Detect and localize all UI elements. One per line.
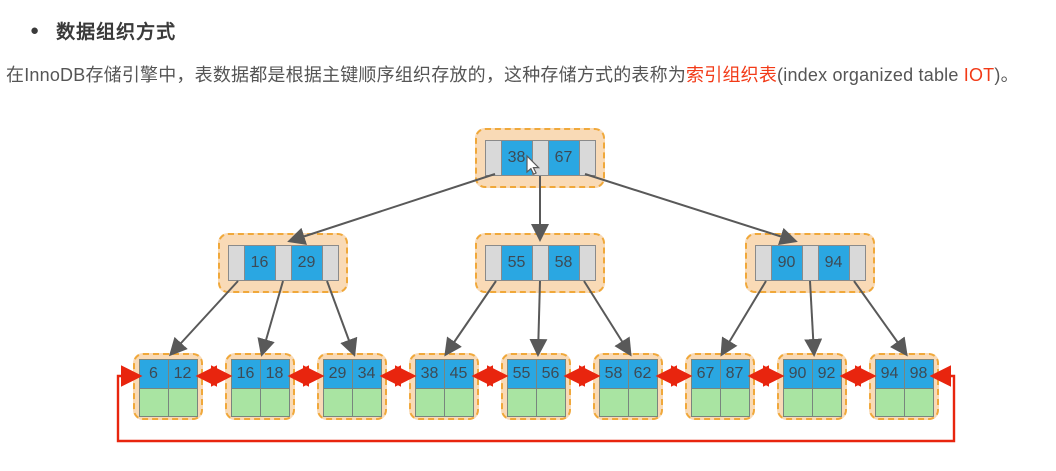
btree-internal-node-1: 16 29 xyxy=(218,233,348,293)
root-key-row: 38 67 xyxy=(484,140,596,176)
data-row-cell xyxy=(415,389,444,416)
pointer-cell xyxy=(849,246,865,280)
pointer-cell xyxy=(485,141,501,175)
tree-edge xyxy=(287,173,496,245)
data-row-cell xyxy=(628,389,657,416)
pointer-cell xyxy=(802,246,818,280)
paragraph-text: (index organized table xyxy=(777,65,964,85)
leaf-table: 6 12 xyxy=(138,359,198,417)
key-cell: 16 xyxy=(231,360,260,388)
btree-leaf-node-1: 6 12 xyxy=(133,353,203,420)
internal-key-row: 55 58 xyxy=(484,245,596,281)
btree-leaf-node-9: 94 98 xyxy=(869,353,939,420)
key-cell: 29 xyxy=(323,360,352,388)
btree-leaf-node-8: 90 92 xyxy=(777,353,847,420)
key-cell: 55 xyxy=(501,246,532,280)
key-cell: 29 xyxy=(291,246,322,280)
data-row-cell xyxy=(352,389,381,416)
pointer-cell xyxy=(579,246,595,280)
key-cell: 92 xyxy=(812,360,841,388)
section-title: 数据组织方式 xyxy=(56,22,177,43)
key-cell: 90 xyxy=(771,246,802,280)
key-cell: 56 xyxy=(536,360,565,388)
btree-leaf-node-6: 58 62 xyxy=(593,353,663,420)
pointer-cell xyxy=(532,246,548,280)
key-cell: 67 xyxy=(691,360,720,388)
btree-internal-node-3: 90 94 xyxy=(745,233,875,293)
pointer-cell xyxy=(228,246,244,280)
key-cell: 16 xyxy=(244,246,275,280)
key-cell: 18 xyxy=(260,360,289,388)
data-row-cell xyxy=(812,389,841,416)
data-row-cell xyxy=(875,389,904,416)
btree-internal-node-2: 55 58 xyxy=(475,233,605,293)
pointer-cell xyxy=(579,141,595,175)
btree-root-node: 38 67 xyxy=(475,128,605,188)
data-row-cell xyxy=(904,389,933,416)
data-row-cell xyxy=(599,389,628,416)
data-row-cell xyxy=(139,389,168,416)
key-cell: 94 xyxy=(875,360,904,388)
key-cell: 98 xyxy=(904,360,933,388)
key-cell: 58 xyxy=(599,360,628,388)
tree-edge xyxy=(584,173,798,246)
paragraph-text: )。 xyxy=(994,65,1019,85)
leaf-table: 58 62 xyxy=(598,359,658,417)
section-heading: ● 数据组织方式 xyxy=(30,17,176,44)
key-cell: 62 xyxy=(628,360,657,388)
key-cell: 87 xyxy=(720,360,749,388)
data-row-cell xyxy=(168,389,197,416)
key-cell: 45 xyxy=(444,360,473,388)
key-cell: 38 xyxy=(415,360,444,388)
data-row-cell xyxy=(323,389,352,416)
body-paragraph: 在InnoDB存储引擎中，表数据都是根据主键顺序组织存放的，这种存储方式的表称为… xyxy=(6,61,1019,87)
leaf-table: 67 87 xyxy=(690,359,750,417)
internal-key-row: 90 94 xyxy=(754,245,866,281)
key-cell: 34 xyxy=(352,360,381,388)
key-cell: 67 xyxy=(548,141,579,175)
data-row-cell xyxy=(783,389,812,416)
key-cell: 58 xyxy=(548,246,579,280)
data-row-cell xyxy=(691,389,720,416)
bullet-icon: ● xyxy=(30,22,40,39)
pointer-cell xyxy=(532,141,548,175)
leaf-table: 29 34 xyxy=(322,359,382,417)
internal-key-row: 16 29 xyxy=(227,245,339,281)
key-cell: 38 xyxy=(501,141,532,175)
key-cell: 6 xyxy=(139,360,168,388)
key-cell: 12 xyxy=(168,360,197,388)
key-cell: 55 xyxy=(507,360,536,388)
key-cell: 90 xyxy=(783,360,812,388)
highlight-term: 索引组织表 xyxy=(686,65,778,85)
pointer-cell xyxy=(755,246,771,280)
paragraph-text: 在InnoDB存储引擎中，表数据都是根据主键顺序组织存放的，这种存储方式的表称为 xyxy=(6,65,687,85)
btree-leaf-node-5: 55 56 xyxy=(501,353,571,420)
data-row-cell xyxy=(260,389,289,416)
pointer-cell xyxy=(485,246,501,280)
btree-leaf-node-7: 67 87 xyxy=(685,353,755,420)
data-row-cell xyxy=(507,389,536,416)
pointer-cell xyxy=(275,246,291,280)
pointer-cell xyxy=(322,246,338,280)
leaf-table: 90 92 xyxy=(782,359,842,417)
leaf-table: 38 45 xyxy=(414,359,474,417)
leaf-table: 94 98 xyxy=(874,359,934,417)
leaf-table: 55 56 xyxy=(506,359,566,417)
leaf-table: 16 18 xyxy=(230,359,290,417)
highlight-acronym: IOT xyxy=(963,65,995,85)
btree-leaf-node-3: 29 34 xyxy=(317,353,387,420)
btree-leaf-node-4: 38 45 xyxy=(409,353,479,420)
data-row-cell xyxy=(444,389,473,416)
key-cell: 94 xyxy=(818,246,849,280)
btree-leaf-node-2: 16 18 xyxy=(225,353,295,420)
data-row-cell xyxy=(536,389,565,416)
data-row-cell xyxy=(231,389,260,416)
data-row-cell xyxy=(720,389,749,416)
